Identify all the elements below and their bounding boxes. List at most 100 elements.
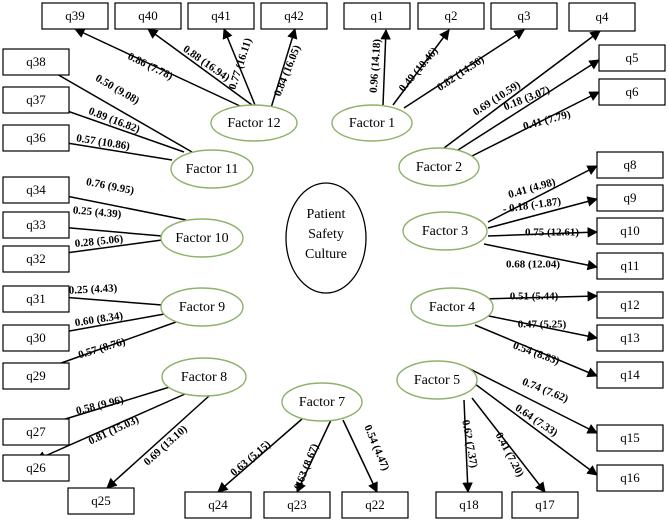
item-box-q14: q14: [596, 361, 664, 389]
item-box-rect: [598, 78, 666, 106]
path-label-f4-q13: 0.47 (5.25): [518, 319, 567, 331]
path-arrow-f7-q22: [342, 419, 378, 493]
item-box-q1: q1: [343, 2, 411, 30]
item-box-rect: [568, 2, 636, 32]
factor-label: Factor 1: [349, 116, 395, 131]
item-box-q13: q13: [596, 324, 664, 352]
item-box-q22: q22: [341, 491, 409, 519]
path-arrow-f2-q6: [469, 91, 600, 158]
factor-label: Factor 8: [181, 370, 227, 385]
item-box-label: q14: [620, 367, 640, 382]
item-box-q2: q2: [417, 2, 485, 30]
path-arrow-f8-q25: [106, 395, 210, 489]
path-label-f1-q1: 0.96 (14.18): [368, 38, 384, 93]
factor-node-f5: Factor 5: [396, 360, 478, 400]
path-arrow-f3-q11: [483, 243, 599, 271]
factor-ellipse: [210, 104, 298, 142]
item-box-rect: [2, 362, 70, 390]
center-line-2: Safety: [308, 227, 344, 242]
path-arrow-f4-q13: [483, 314, 599, 342]
factor-ellipse: [170, 149, 254, 189]
item-box-rect: [343, 2, 411, 30]
factor-node-f10: Factor 10: [160, 218, 244, 258]
path-arrow-f11-q38: [35, 61, 193, 153]
item-box-q39: q39: [41, 2, 109, 30]
item-box-q4: q4: [568, 2, 636, 32]
path-arrow-f4-q14: [474, 324, 598, 378]
item-box-q3: q3: [490, 2, 558, 30]
factor-label: Factor 12: [227, 116, 280, 131]
item-box-q42: q42: [260, 2, 328, 30]
factors-layer: Factor 1 Factor 2 Factor 3 Factor 4 Factor 5…: [160, 104, 494, 422]
item-box-label: q8: [624, 157, 637, 172]
factor-label: Factor 9: [179, 300, 225, 315]
item-box-label: q15: [620, 430, 640, 445]
path-label-f8-q25: 0.69 (13.10): [142, 423, 190, 468]
item-box-q41: q41: [187, 2, 255, 30]
item-box-label: q13: [620, 330, 640, 345]
factor-label: Factor 10: [175, 231, 228, 246]
path-label-f9-q31: 0.25 (4.43): [68, 282, 117, 297]
path-label-f9-q29: 0.57 (8.76): [77, 336, 127, 362]
factor-node-f11: Factor 11: [170, 149, 254, 189]
path-label-f1-q2: 0.49 (10.46): [397, 45, 441, 94]
center-node: Patient Safety Culture: [285, 182, 367, 294]
item-box-rect: [263, 491, 331, 519]
path-arrow-f5-q16: [462, 374, 598, 476]
factor-ellipse: [160, 287, 244, 327]
item-box-label: q42: [284, 8, 304, 23]
path-arrow-f3-q9: [487, 196, 599, 229]
path-label-f12-q39: 0.86 (7.78): [126, 51, 175, 83]
path-arrow-f2-q4: [443, 30, 601, 149]
path-arrow-f5-q18: [462, 399, 473, 494]
path-arrow-f1-q1: [380, 28, 391, 106]
factor-node-f3: Factor 3: [402, 211, 488, 251]
item-box-rect: [2, 48, 70, 76]
path-arrow-f5-q15: [465, 366, 598, 434]
item-box-q33: q33: [2, 211, 70, 239]
path-arrow-f1-q2: [392, 29, 450, 106]
item-box-rect: [596, 361, 664, 389]
path-arrow-f5-q17: [471, 397, 546, 493]
item-box-q36: q36: [2, 124, 70, 152]
factor-ellipse: [398, 147, 480, 187]
factor-ellipse: [396, 360, 478, 400]
path-arrow-f8-q26: [35, 393, 186, 461]
item-box-rect: [2, 211, 70, 239]
path-label-f8-q26: 0.81 (15.03): [87, 414, 141, 448]
item-box-rect: [511, 491, 579, 519]
path-label-f7-q23: 0.63 (8.67): [292, 442, 321, 492]
item-box-label: q23: [287, 497, 307, 512]
factor-ellipse: [331, 104, 413, 142]
factor-node-f4: Factor 4: [410, 287, 494, 327]
path-arrow-f4-q12: [480, 290, 599, 302]
path-arrow-f1-q3: [403, 29, 525, 109]
path-label-f1-q3: 0.82 (14.56): [435, 53, 487, 93]
item-box-q27: q27: [2, 418, 70, 446]
path-label-f5-q15: 0.74 (7.62): [520, 376, 570, 405]
item-box-rect: [2, 324, 70, 352]
path-arrow-f12-q42: [270, 27, 298, 109]
item-box-label: q17: [535, 497, 555, 512]
item-box-q25: q25: [67, 487, 135, 515]
center-line-3: Culture: [305, 247, 347, 262]
path-label-f4-q12: 0.51 (5.44): [510, 291, 559, 303]
factor-label: Factor 2: [416, 160, 462, 175]
item-box-label: q34: [26, 182, 46, 197]
item-box-rect: [596, 424, 664, 452]
item-box-q29: q29: [2, 362, 70, 390]
item-box-label: q6: [626, 84, 640, 99]
item-box-label: q9: [624, 190, 637, 205]
item-box-rect: [41, 2, 109, 30]
factor-node-f9: Factor 9: [160, 287, 244, 327]
item-box-label: q30: [26, 330, 46, 345]
item-box-rect: [2, 285, 70, 313]
factor-label: Factor 5: [414, 373, 460, 388]
factor-ellipse: [160, 218, 244, 258]
item-box-rect: [187, 2, 255, 30]
item-box-label: q5: [626, 50, 639, 65]
path-arrow-f12-q39: [74, 28, 241, 107]
item-box-q34: q34: [2, 176, 70, 204]
path-label-f5-q18: 0.62 (7.37): [459, 419, 479, 469]
